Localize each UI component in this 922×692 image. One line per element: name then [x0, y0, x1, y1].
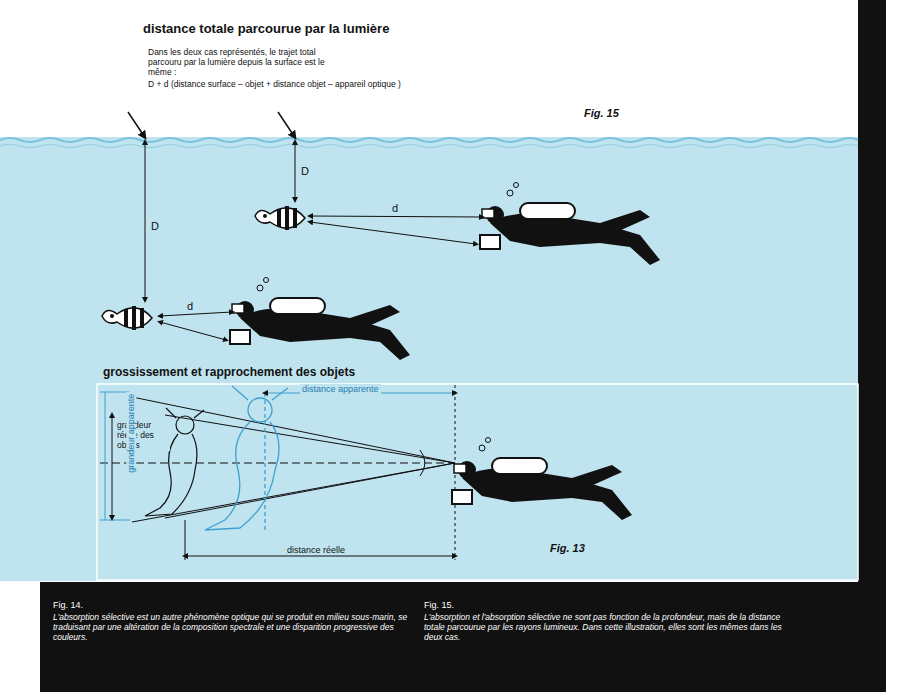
distance-label: D [299, 165, 311, 178]
note-formula: D + d (distance surface – objet + distan… [148, 80, 401, 90]
distance-label: d [185, 300, 195, 313]
caption-text: L'absorption et l'absorption sélective n… [424, 612, 784, 643]
distance-label: D [149, 220, 161, 233]
caption-number: Fig. 14. [53, 600, 83, 610]
caption-number: Fig. 15. [424, 600, 454, 610]
size-label: grandeur réelle des objets [116, 420, 170, 451]
figure-number: Fig. 15 [584, 107, 619, 120]
distance-label: d [390, 202, 400, 215]
distance-label: distance réelle [285, 545, 347, 555]
caption-text: L'absorption sélective est un autre phén… [53, 612, 413, 643]
figure-number: Fig. 13 [550, 542, 585, 555]
note-text: Dans les deux cas représentés, le trajet… [148, 48, 333, 77]
size-label: grandeur apparente [126, 392, 136, 475]
title: distance totale parcourue par la lumière [143, 22, 389, 37]
distance-label: distance apparente [300, 384, 381, 394]
section-heading: grossissement et rapprochement des objet… [103, 366, 355, 380]
